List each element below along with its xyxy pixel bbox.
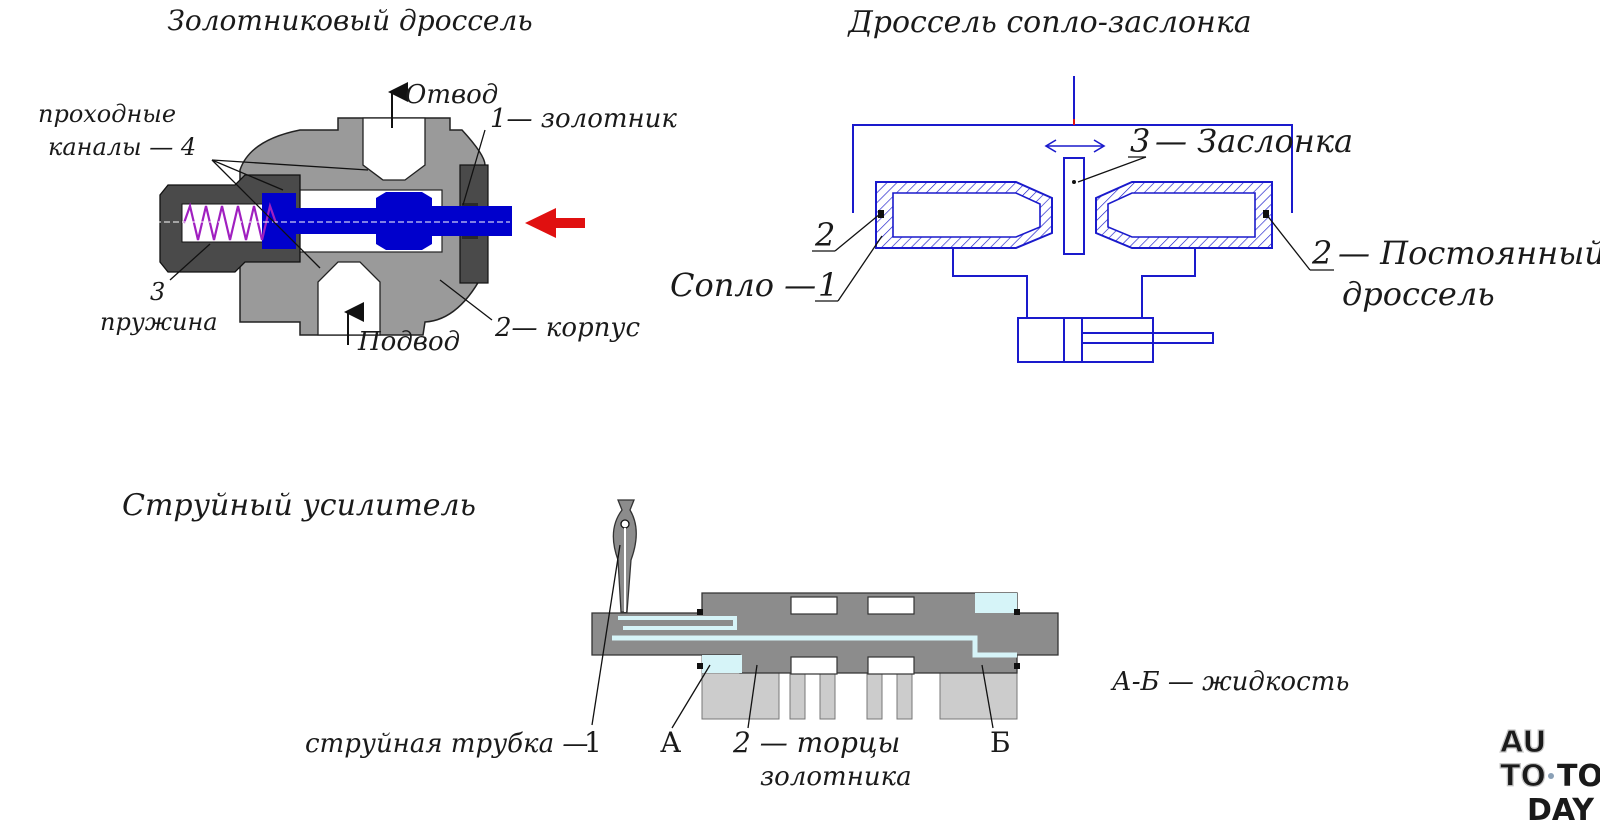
- label-a: А: [660, 726, 681, 759]
- jet-amplifier-diagram: Струйный усилитель: [122, 488, 1349, 792]
- spring: [182, 202, 278, 241]
- fluid-note: А-Б — жидкость: [1110, 667, 1349, 697]
- body-label: 2— корпус: [494, 313, 640, 343]
- left-restrictor: [878, 210, 884, 218]
- supply-frame: [852, 124, 1293, 213]
- jet-leaders: [591, 544, 994, 729]
- watermark-line2b: TO: [1557, 759, 1600, 794]
- spool-throttle-diagram: Золотниковый дроссель Отвод П: [38, 4, 677, 357]
- spring-label: пружина: [100, 308, 218, 336]
- right-nozzle: [1095, 181, 1273, 249]
- nozzle-label: Сопло —: [670, 266, 816, 304]
- outlet-label: Отвод: [405, 80, 498, 110]
- nozzle-leaders: [812, 156, 1334, 302]
- channel-a: [618, 616, 737, 630]
- spool-throttle-title: Золотниковый дроссель: [167, 4, 532, 37]
- spool-ends-label: 2 — торцы: [732, 726, 900, 759]
- flapper-motion-arrow: [1044, 139, 1106, 153]
- flapper-pivot: [1072, 180, 1076, 184]
- inlet-channel: [317, 261, 381, 336]
- throttle-leaders: [169, 129, 493, 321]
- spool-ends-label-line2: золотника: [760, 762, 912, 792]
- label-b: Б: [990, 726, 1011, 759]
- flapper: [1063, 157, 1085, 255]
- constant-throttle-label: — Постоянный: [1338, 234, 1600, 272]
- amplifier-body: [701, 672, 1018, 720]
- right-output-line: [1141, 248, 1196, 318]
- jet-amplifier-title: Струйный усилитель: [122, 488, 476, 523]
- watermark-dot: [1548, 773, 1554, 779]
- spool-windows: [790, 596, 915, 675]
- nozzle-number: 1: [818, 266, 838, 304]
- left-restrictor-number: 2: [814, 216, 835, 254]
- left-output-line: [952, 248, 1028, 318]
- watermark-logo: AU TO TO DAY: [1499, 724, 1600, 828]
- input-arrow: [525, 208, 585, 238]
- constant-throttle-label-line2: дроссель: [1342, 275, 1495, 313]
- channel-b: [612, 635, 1017, 658]
- chamber-a: [702, 655, 742, 673]
- watermark-line1: AU: [1500, 725, 1547, 760]
- inlet-label: Подвод: [357, 327, 460, 357]
- nozzle-flapper-title: Дроссель сопло-заслонка: [846, 5, 1251, 40]
- left-nozzle: [875, 181, 1053, 249]
- seal-marks: [697, 609, 1020, 669]
- spool-label: 1— золотник: [490, 104, 677, 134]
- actuator-cylinder: [1017, 317, 1214, 363]
- channels-label-line2: каналы — 4: [48, 133, 196, 161]
- spool: [262, 192, 512, 250]
- watermark-line2a: TO: [1500, 759, 1546, 794]
- chamber-b: [975, 593, 1017, 613]
- right-restrictor-number: 2: [1311, 234, 1332, 272]
- outlet-channel: [362, 117, 426, 181]
- nozzle-flapper-diagram: Дроссель сопло-заслонка: [670, 5, 1600, 363]
- watermark-line3: DAY: [1527, 793, 1595, 828]
- jet-tube: [612, 499, 637, 613]
- channels-label-line1: проходные: [38, 100, 176, 128]
- spring-number: 3: [150, 278, 165, 306]
- jet-tube-label: струйная трубка —: [305, 729, 588, 759]
- flapper-number: 3: [1130, 122, 1150, 160]
- jet-tube-number: 1: [584, 726, 602, 759]
- flapper-label: — Заслонка: [1155, 122, 1353, 160]
